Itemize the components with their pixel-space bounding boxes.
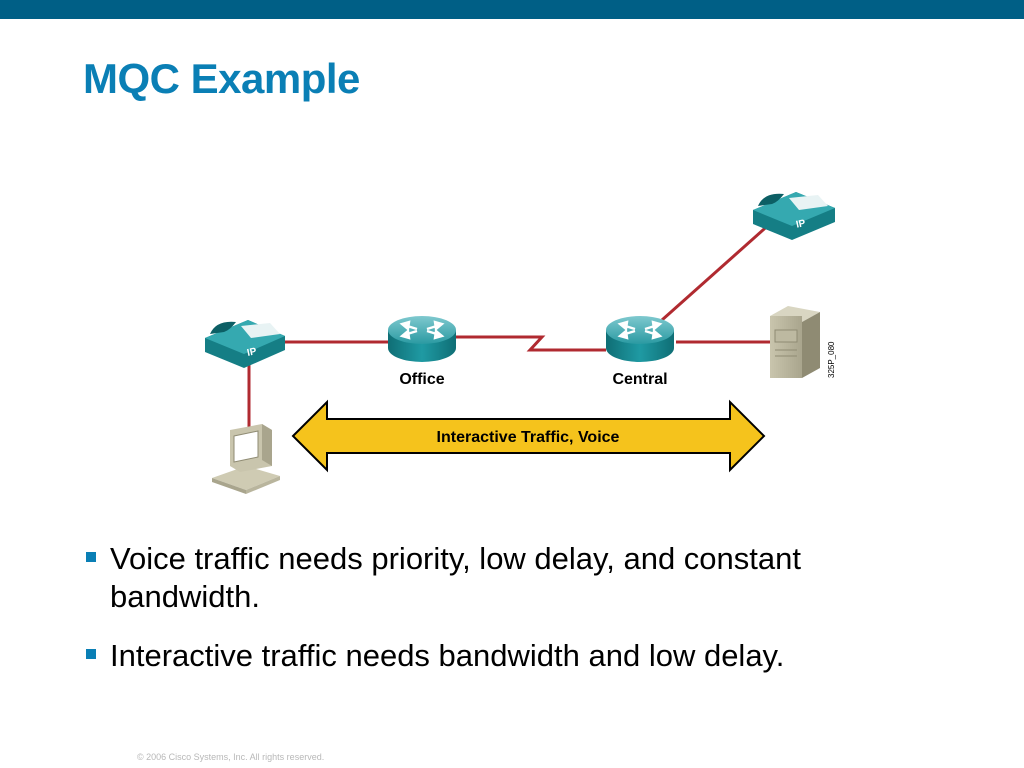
- bullet-text: Voice traffic needs priority, low delay,…: [110, 541, 801, 614]
- bullet-marker-icon: [86, 649, 96, 659]
- server-icon: [770, 306, 820, 378]
- ip-phone-left-label: IP: [246, 346, 258, 359]
- bullet-item: Interactive traffic needs bandwidth and …: [84, 637, 944, 675]
- ip-phone-left-icon: IP: [205, 320, 285, 368]
- pc-icon: [212, 424, 280, 494]
- network-links: [247, 220, 773, 428]
- figure-id: 325P_080: [827, 341, 836, 378]
- slide-title: MQC Example: [83, 55, 360, 102]
- wan-link: [456, 335, 606, 352]
- network-diagram: IP IP Office Central: [205, 192, 836, 494]
- traffic-arrow-label: Interactive Traffic, Voice: [437, 429, 620, 446]
- ip-phone-right-label: IP: [795, 218, 807, 231]
- link-central-phone: [661, 220, 773, 322]
- router-central-icon: [606, 316, 674, 362]
- router-office-icon: [388, 316, 456, 362]
- traffic-arrow: [291, 399, 766, 473]
- bullet-list: Voice traffic needs priority, low delay,…: [84, 540, 944, 696]
- router-office-label: Office: [399, 371, 444, 388]
- ip-phone-right-icon: IP: [753, 192, 835, 240]
- header-bar: [0, 0, 1024, 19]
- bullet-marker-icon: [86, 552, 96, 562]
- copyright-footer: © 2006 Cisco Systems, Inc. All rights re…: [137, 752, 325, 762]
- bullet-text: Interactive traffic needs bandwidth and …: [110, 638, 785, 673]
- bullet-item: Voice traffic needs priority, low delay,…: [84, 540, 944, 616]
- router-central-label: Central: [612, 371, 667, 388]
